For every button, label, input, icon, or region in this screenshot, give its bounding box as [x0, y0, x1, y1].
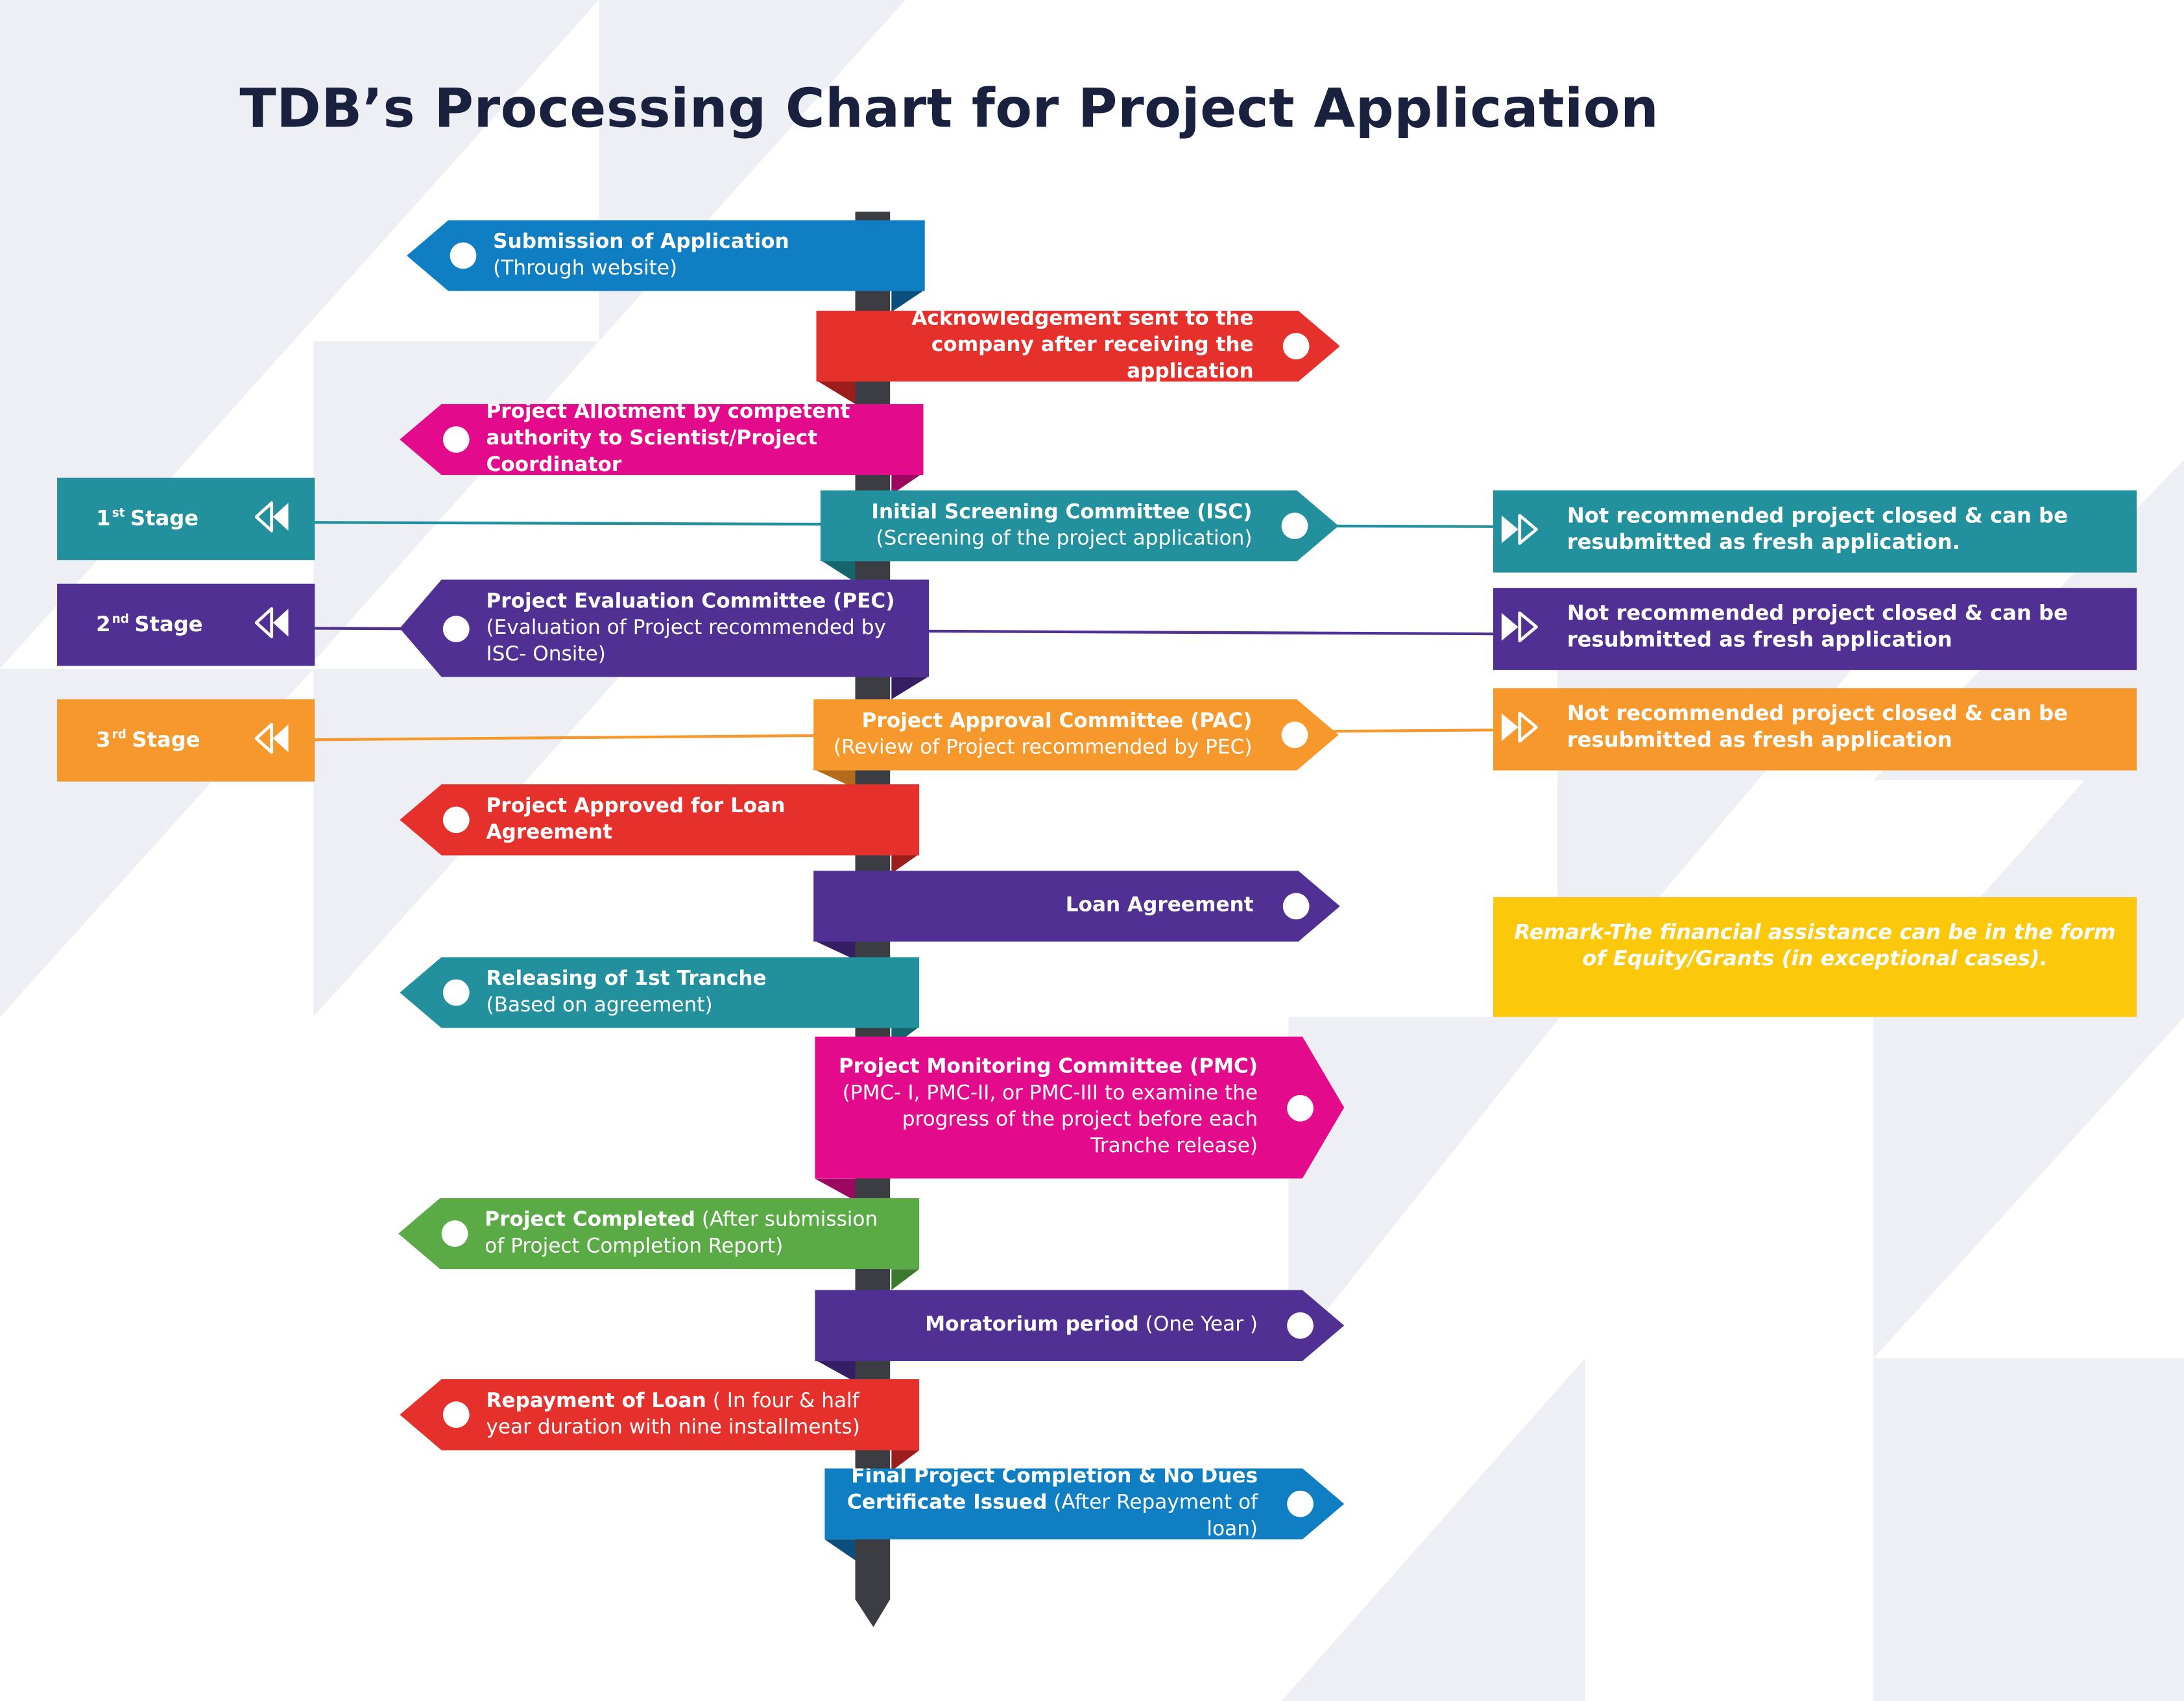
fast-forward-icon: [1501, 611, 1538, 643]
step-title: Project Approved for Loan Agreement: [486, 795, 786, 844]
step-detail: (Evaluation of Project recommended by IS…: [486, 616, 886, 666]
step-submission-of-application: Submission of Application (Through websit…: [407, 220, 925, 291]
step-title: Submission of Application: [493, 230, 789, 253]
bullet-dot: [442, 806, 470, 834]
step-releasing-first-tranche: Releasing of 1st Tranche (Based on agreem…: [400, 957, 920, 1028]
note-pec-not-recommended: Not recommended project closed & can be …: [1493, 588, 2137, 670]
step-title: Project Completed: [485, 1208, 695, 1231]
step-title: Project Allotment by competent authority…: [486, 401, 850, 477]
step-detail: (Based on agreement): [486, 994, 713, 1017]
step-detail: (After submission of Project Completion …: [485, 1208, 878, 1258]
step-title: Moratorium period: [925, 1313, 1139, 1336]
step-title: Project Approval Committee (PAC): [861, 710, 1253, 732]
step-title: Final Project Completion & No Dues Certi…: [846, 1466, 1258, 1515]
bullet-dot: [450, 242, 477, 269]
step-title: Repayment of Loan: [486, 1390, 706, 1412]
step-loan-agreement: Loan Agreement: [813, 871, 1340, 942]
rewind-icon: [254, 501, 289, 533]
step-project-completed: Project Completed (After submission of P…: [398, 1198, 920, 1270]
bullet-dot: [1282, 513, 1308, 539]
page-title: TDB’s Processing Chart for Project Appli…: [239, 78, 1659, 141]
rewind-icon: [254, 607, 289, 638]
bullet-dot: [1287, 1491, 1314, 1517]
remark-box: Remark-The financial assistance can be i…: [1493, 897, 2137, 1017]
step-detail: (Through website): [493, 257, 678, 280]
note-text: Not recommended project closed & can be …: [1566, 701, 2068, 753]
fast-forward-icon: [1501, 712, 1538, 743]
note-pac-not-recommended: Not recommended project closed & can be …: [1493, 688, 2137, 771]
step-project-allotment: Project Allotment by competent authority…: [400, 401, 924, 477]
bullet-dot: [1282, 721, 1308, 748]
step-project-evaluation-committee: Project Evaluation Committee (PEC) (Evalu…: [400, 579, 930, 677]
bullet-dot: [1287, 1094, 1314, 1121]
rewind-icon: [254, 723, 289, 754]
step-detail: (Review of Project recommended by PEC): [834, 736, 1253, 759]
bullet-dot: [442, 1401, 470, 1429]
step-detail: (PMC- I, PMC-II, or PMC-III to examine t…: [842, 1082, 1258, 1158]
bullet-dot: [1283, 333, 1310, 359]
bullet-dot: [442, 615, 470, 642]
fast-forward-icon: [1501, 514, 1538, 545]
step-title: Project Monitoring Committee (PMC): [838, 1056, 1258, 1079]
step-title: Loan Agreement: [1065, 894, 1254, 917]
step-title: Initial Screening Committee (ISC): [871, 500, 1253, 524]
step-detail: (One Year ): [1138, 1313, 1258, 1336]
step-project-monitoring-committee: Project Monitoring Committee (PMC) (PMC- …: [815, 1037, 1344, 1179]
step-moratorium-period: Moratorium period (One Year ): [815, 1290, 1344, 1361]
step-initial-screening-committee: Initial Screening Committee (ISC) (Screen…: [821, 490, 1339, 562]
step-detail: (After Repayment of loan): [1047, 1491, 1258, 1541]
step-title: Acknowledgement sent to the company afte…: [911, 308, 1254, 383]
remark-text: Remark-The financial assistance can be i…: [1514, 919, 2116, 971]
step-final-project-completion: Final Project Completion & No Dues Certi…: [824, 1468, 1344, 1539]
step-title: Releasing of 1st Tranche: [486, 967, 767, 990]
step-title: Project Evaluation Committee (PEC): [486, 590, 895, 612]
note-text: Not recommended project closed & can be …: [1566, 600, 2068, 652]
step-project-approval-committee: Project Approval Committee (PAC) (Review …: [813, 699, 1339, 771]
note-isc-not-recommended: Not recommended project closed & can be …: [1493, 490, 2137, 573]
step-acknowledgement: Acknowledgement sent to the company afte…: [816, 311, 1339, 382]
bullet-dot: [442, 979, 470, 1006]
step-detail: ( In four & half year duration with nine…: [486, 1390, 860, 1439]
step-repayment-of-loan: Repayment of Loan ( In four & half year …: [400, 1379, 920, 1451]
note-text: Not recommended project closed & can be …: [1566, 503, 2068, 555]
bullet-dot: [442, 426, 470, 453]
step-detail: (Screening of the project application): [876, 527, 1253, 550]
bullet-dot: [1287, 1312, 1314, 1339]
bullet-dot: [1283, 893, 1310, 919]
bullet-dot: [441, 1220, 468, 1247]
step-project-approved-for-loan: Project Approved for Loan Agreement: [400, 784, 920, 856]
